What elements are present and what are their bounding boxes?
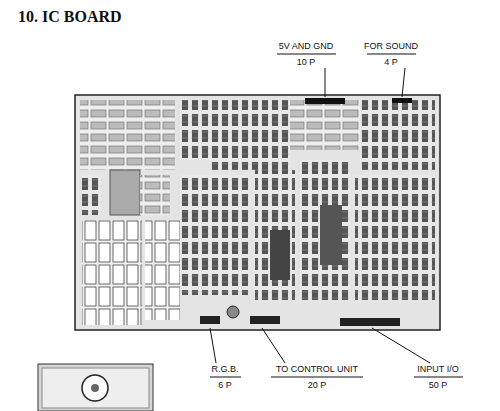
connector-name: TO CONTROL UNIT [276,364,358,375]
page-title: 10. IC BOARD [18,8,122,26]
pin-count: 20 P [308,380,327,391]
pin-count: 4 P [384,57,398,68]
connector-name: FOR SOUND [364,41,418,52]
connector-name: 5V AND GND [279,41,334,52]
pin-count: 10 P [297,57,316,68]
connector-name: INPUT I/O [417,364,458,375]
connector-name: R.G.B. [211,364,238,375]
pin-count: 50 P [429,380,448,391]
pin-count: 6 P [218,380,232,391]
